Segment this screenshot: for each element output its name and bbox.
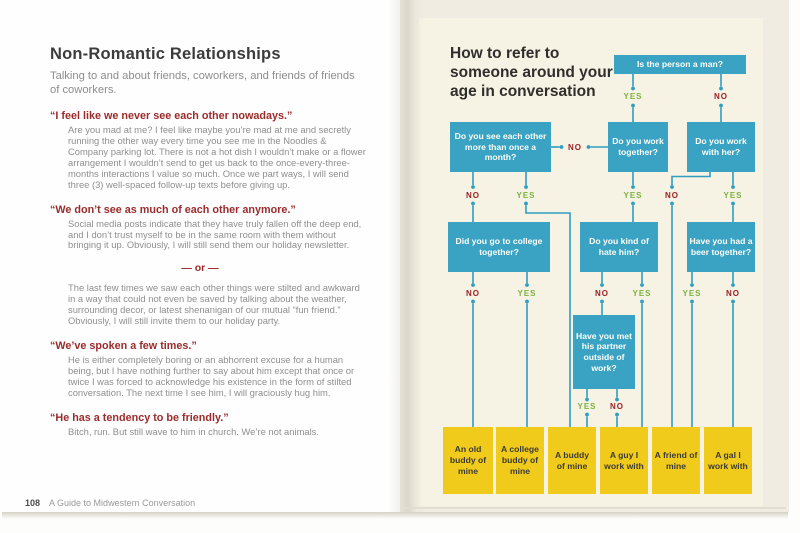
flow-question-work-with-her: Do you work with her? (687, 122, 755, 172)
or-divider: — or — (181, 262, 219, 275)
answer-no-under-man: NO (714, 92, 728, 101)
answer-yes-under-work-with-her: YES (723, 191, 743, 200)
flow-result-old-buddy: An old buddy of mine (443, 427, 493, 494)
running-book-title: A Guide to Midwestern Conversation (49, 498, 196, 508)
answer-yes-under-hate: YES (632, 289, 652, 298)
flow-question-is-person-a-man: Is the person a man? (614, 55, 746, 74)
answer-no-work-together-horizontal: NO (568, 142, 582, 152)
page-stack-edge (402, 507, 786, 509)
section-body-3: He is either completely boring or an abh… (68, 353, 355, 398)
left-page-text-column: Non-Romantic Relationships Talking to an… (50, 45, 366, 438)
answer-yes-under-work-together: YES (623, 191, 643, 200)
section-body-4: Bitch, run. But still wave to him in chu… (68, 425, 319, 437)
section-heading-2: “We don’t see as much of each other anym… (50, 203, 296, 216)
flow-question-beer-together: Have you had a beer together? (687, 222, 755, 272)
answer-no-under-hate: NO (595, 289, 609, 298)
page-title: Non-Romantic Relationships (50, 45, 281, 63)
page-subtitle: Talking to and about friends, coworkers,… (50, 70, 355, 96)
flow-result-guy-i-work-with: A guy I work with (600, 427, 648, 494)
flow-question-met-his-partner: Have you met his partner outside of work… (573, 315, 635, 389)
flow-question-work-together: Do you work together? (608, 122, 668, 172)
answer-yes-under-man: YES (623, 92, 643, 101)
page-number: 108 (25, 498, 41, 508)
answer-yes-under-monthly: YES (516, 191, 536, 200)
flowchart-title: How to refer to someone around your age … (450, 45, 613, 100)
answer-yes-under-college: YES (517, 289, 537, 298)
section-heading-1: “I feel like we never see each other now… (50, 110, 293, 123)
section-body-2: Social media posts indicate that they ha… (68, 217, 362, 251)
page-gutter (388, 0, 424, 512)
answer-yes-under-partner: YES (577, 402, 597, 411)
flow-result-college-buddy: A college buddy of mine (496, 427, 544, 494)
section-body-1: Are you mad at me? I feel like maybe you… (68, 124, 366, 190)
section-heading-4: “He has a tendency to be friendly.” (50, 411, 229, 424)
section-heading-3: “We’ve spoken a few times.” (50, 339, 197, 352)
page-bottom-shadow (2, 512, 788, 519)
flow-question-see-each-other-monthly: Do you see each other more than once a m… (450, 122, 551, 172)
answer-no-under-college: NO (466, 289, 480, 298)
flow-result-friend: A friend of mine (652, 427, 700, 494)
answer-no-under-beer: NO (726, 289, 740, 298)
answer-no-under-work-with-her: NO (665, 191, 679, 200)
section-body-2b: The last few times we saw each other thi… (68, 282, 360, 327)
flow-result-buddy: A buddy of mine (548, 427, 596, 494)
flow-result-gal-i-work-with: A gal I work with (704, 427, 752, 494)
page-footer: 108 A Guide to Midwestern Conversation (25, 498, 195, 508)
answer-yes-under-beer: YES (682, 289, 702, 298)
answer-no-under-partner: NO (610, 402, 624, 411)
left-page: Non-Romantic Relationships Talking to an… (0, 0, 400, 512)
answer-no-under-monthly: NO (466, 191, 480, 200)
flow-question-college-together: Did you go to college together? (448, 222, 550, 272)
flow-question-kind-of-hate-him: Do you kind of hate him? (580, 222, 658, 272)
